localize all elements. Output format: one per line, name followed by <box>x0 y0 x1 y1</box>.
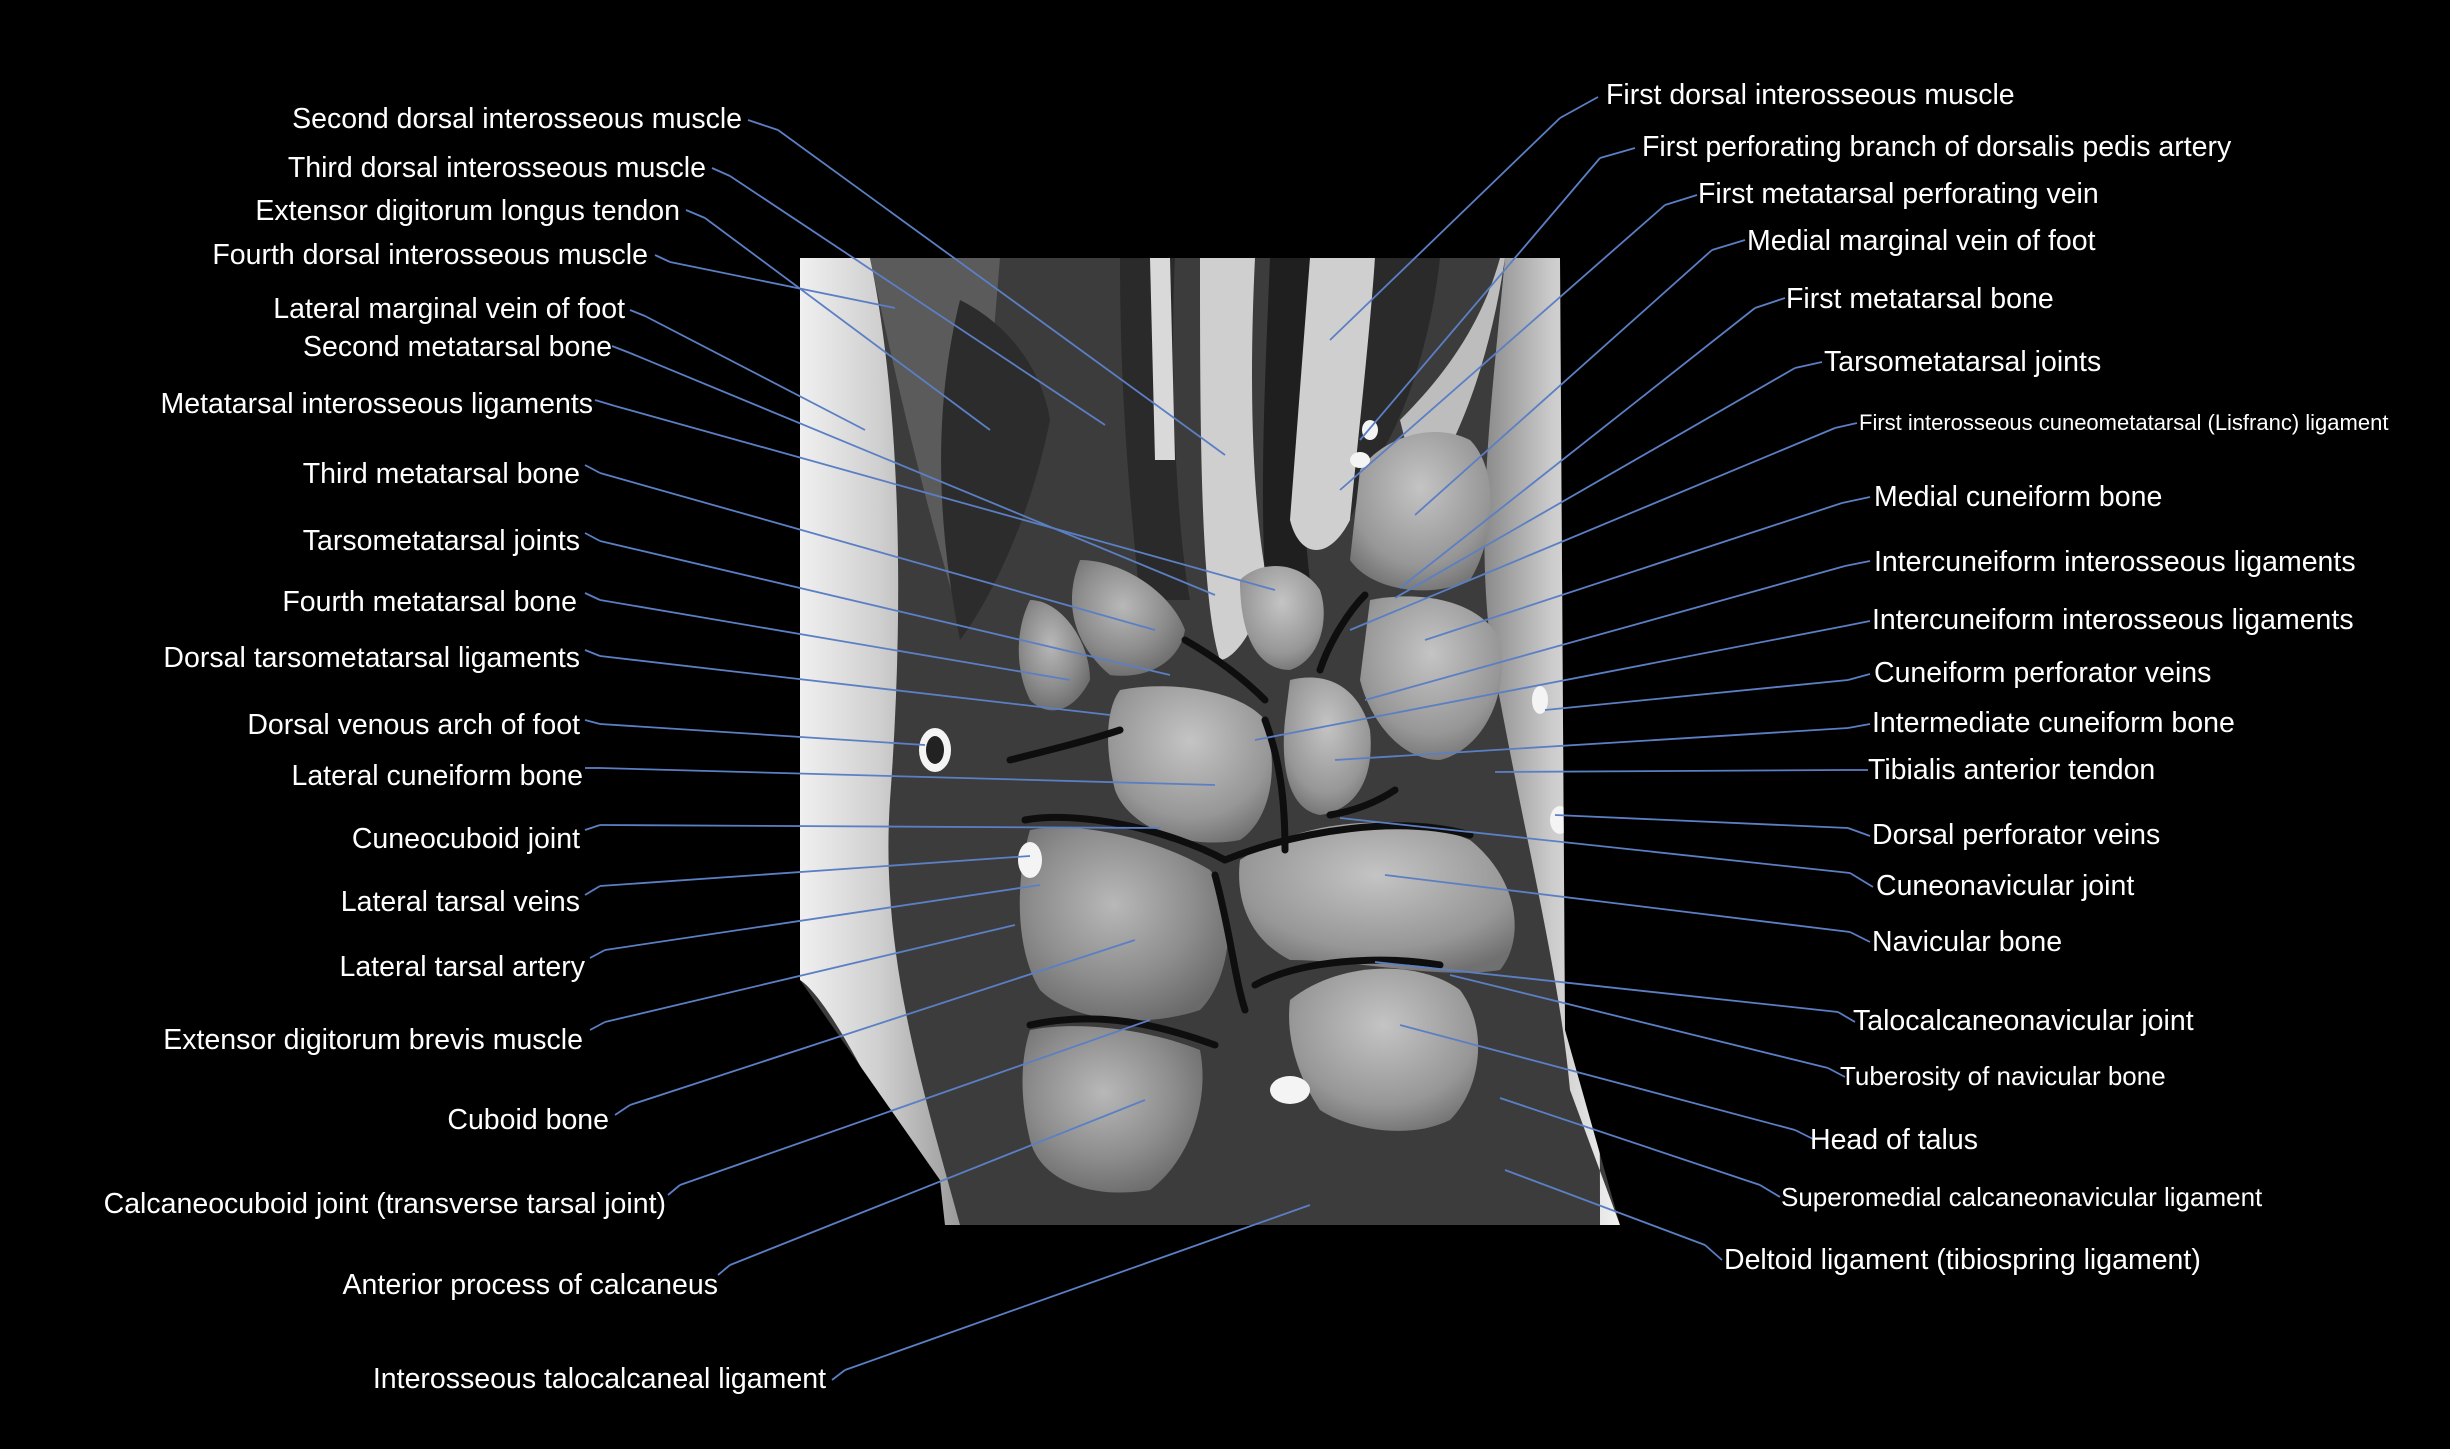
label-talocalcaneonavicular-joint: Talocalcaneonavicular joint <box>1853 1004 2194 1037</box>
label-tarsometatarsal-joints-left: Tarsometatarsal joints <box>302 524 580 557</box>
label-second-dorsal-interosseous-muscle: Second dorsal interosseous muscle <box>292 102 742 135</box>
label-lateral-tarsal-veins: Lateral tarsal veins <box>340 885 580 918</box>
label-extensor-digitorum-brevis-muscle: Extensor digitorum brevis muscle <box>163 1023 583 1056</box>
label-superomedial-calcaneonavicular-ligament: Superomedial calcaneonavicular ligament <box>1781 1182 2263 1212</box>
label-medial-marginal-vein-of-foot: Medial marginal vein of foot <box>1747 224 2096 257</box>
label-navicular-bone: Navicular bone <box>1872 925 2063 958</box>
label-calcaneocuboid-joint: Calcaneocuboid joint (transverse tarsal … <box>103 1187 666 1220</box>
mri-scan-image <box>800 258 1620 1225</box>
label-lateral-marginal-vein-of-foot: Lateral marginal vein of foot <box>273 292 625 325</box>
label-first-dorsal-interosseous-muscle: First dorsal interosseous muscle <box>1606 78 2015 111</box>
label-third-metatarsal-bone: Third metatarsal bone <box>302 457 580 490</box>
label-anterior-process-of-calcaneus: Anterior process of calcaneus <box>342 1268 718 1301</box>
label-third-dorsal-interosseous-muscle: Third dorsal interosseous muscle <box>287 151 706 184</box>
label-interosseous-talocalcaneal-ligament: Interosseous talocalcaneal ligament <box>372 1362 826 1395</box>
label-intercuneiform-interosseous-ligaments-1: Intercuneiform interosseous ligaments <box>1874 545 2356 578</box>
label-tibialis-anterior-tendon: Tibialis anterior tendon <box>1868 753 2156 786</box>
label-cuneocuboid-joint: Cuneocuboid joint <box>351 822 580 855</box>
label-cuneonavicular-joint: Cuneonavicular joint <box>1876 869 2135 902</box>
label-tuberosity-of-navicular-bone: Tuberosity of navicular bone <box>1840 1061 2166 1091</box>
label-second-metatarsal-bone: Second metatarsal bone <box>303 330 612 363</box>
leader-lines <box>584 96 1874 1381</box>
label-lateral-cuneiform-bone: Lateral cuneiform bone <box>291 759 583 792</box>
label-intercuneiform-interosseous-ligaments-2: Intercuneiform interosseous ligaments <box>1872 603 2354 636</box>
label-metatarsal-interosseous-ligaments: Metatarsal interosseous ligaments <box>160 387 593 420</box>
label-first-metatarsal-bone: First metatarsal bone <box>1786 282 2054 315</box>
label-cuneiform-perforator-veins: Cuneiform perforator veins <box>1874 656 2212 689</box>
label-first-perforating-branch-dorsalis-pedis-artery: First perforating branch of dorsalis ped… <box>1642 130 2232 163</box>
label-medial-cuneiform-bone: Medial cuneiform bone <box>1874 480 2163 513</box>
label-lisfranc-ligament: First interosseous cuneometatarsal (Lisf… <box>1859 410 2389 435</box>
label-lateral-tarsal-artery: Lateral tarsal artery <box>339 950 585 983</box>
label-tarsometatarsal-joints-right: Tarsometatarsal joints <box>1824 345 2102 378</box>
label-dorsal-perforator-veins: Dorsal perforator veins <box>1872 818 2161 851</box>
label-dorsal-tarsometatarsal-ligaments: Dorsal tarsometatarsal ligaments <box>163 641 580 674</box>
label-extensor-digitorum-longus-tendon: Extensor digitorum longus tendon <box>255 194 680 227</box>
label-intermediate-cuneiform-bone: Intermediate cuneiform bone <box>1872 706 2235 739</box>
label-deltoid-ligament: Deltoid ligament (tibiospring ligament) <box>1724 1243 2201 1276</box>
label-first-metatarsal-perforating-vein: First metatarsal perforating vein <box>1698 177 2099 210</box>
label-cuboid-bone: Cuboid bone <box>447 1103 609 1136</box>
label-head-of-talus: Head of talus <box>1810 1123 1978 1156</box>
label-fourth-dorsal-interosseous-muscle: Fourth dorsal interosseous muscle <box>212 238 648 271</box>
label-fourth-metatarsal-bone: Fourth metatarsal bone <box>282 585 577 618</box>
label-dorsal-venous-arch-of-foot: Dorsal venous arch of foot <box>247 708 580 741</box>
